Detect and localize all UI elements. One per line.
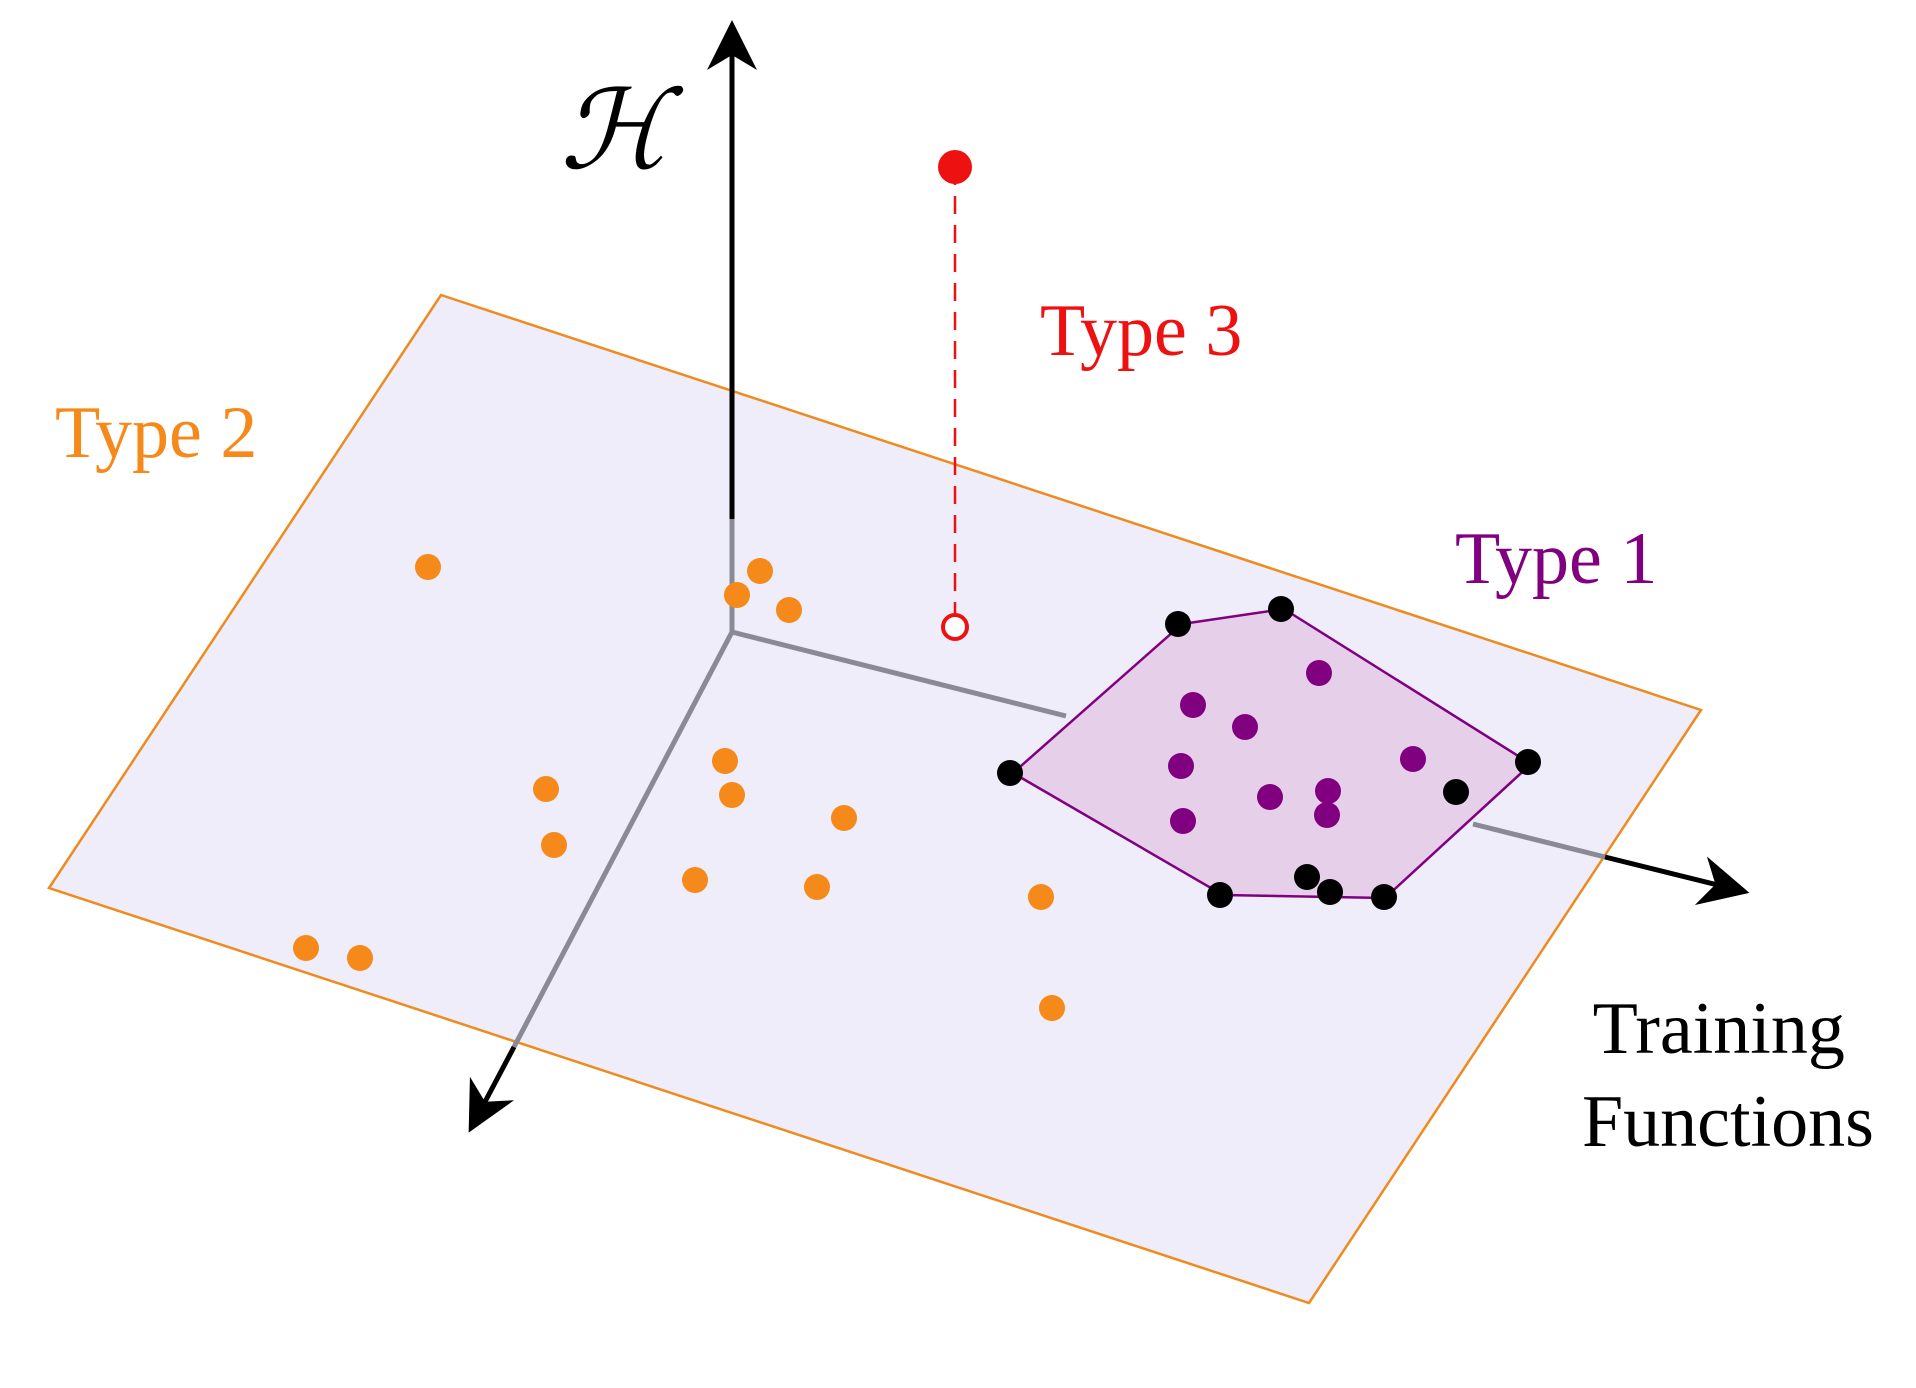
h-axis-label: ℋ (560, 66, 684, 194)
type1-point-1 (1306, 660, 1332, 686)
training-axis-gray-segment (731, 629, 1067, 719)
type3-projected-point (941, 613, 969, 641)
type1-point-5 (1168, 753, 1194, 779)
type1-point-7 (1315, 778, 1341, 804)
type2-point-14 (1028, 884, 1054, 910)
type2-point-12 (293, 935, 319, 961)
hull-vertex-8 (1317, 879, 1343, 905)
type1-label: Type 1 (1455, 518, 1657, 600)
type3-point (938, 150, 972, 184)
hull-vertex-3 (1515, 749, 1541, 775)
training-axis-gray-segment-2 (1472, 821, 1606, 860)
hull-vertex-6 (1294, 864, 1320, 890)
type1-point-4 (1400, 746, 1426, 772)
type2-point-13 (347, 945, 373, 971)
front-axis-gray-segment (511, 630, 735, 1049)
type1-point-2 (1180, 692, 1206, 718)
training-functions-label-line1: Training (1593, 988, 1845, 1070)
training-functions-label-line2: Functions (1582, 1081, 1874, 1163)
training-functions-label: Training Functions (1582, 988, 1874, 1163)
hull-vertex-4 (997, 760, 1023, 786)
training-functions-axis-arrow (1604, 854, 1750, 906)
type1-point-6 (1257, 784, 1283, 810)
type2-point-11 (804, 874, 830, 900)
type2-point-2 (747, 558, 773, 584)
type2-point-10 (682, 867, 708, 893)
type2-points-group (293, 554, 1065, 1021)
type2-point-6 (719, 782, 745, 808)
front-axis-arrow (468, 1045, 517, 1133)
hull-vertex-2 (1268, 596, 1294, 622)
type2-point-5 (712, 748, 738, 774)
type3-label: Type 3 (1040, 290, 1242, 372)
hull-vertex-7 (1207, 882, 1233, 908)
hull-vertex-9 (1371, 884, 1397, 910)
type1-hull-vertices-group (997, 596, 1541, 910)
hull-vertex-5 (1443, 779, 1469, 805)
type2-point-4 (776, 597, 802, 623)
type2-point-9 (831, 805, 857, 831)
type1-point-8 (1314, 802, 1340, 828)
type2-point-1 (415, 554, 441, 580)
type1-point-3 (1232, 714, 1258, 740)
type2-point-7 (533, 776, 559, 802)
type2-point-8 (541, 832, 567, 858)
training-plane (47, 293, 1703, 1305)
type2-point-15 (1039, 995, 1065, 1021)
type1-point-9 (1170, 808, 1196, 834)
type2-label: Type 2 (55, 392, 257, 474)
type1-points-group (1168, 660, 1426, 834)
type2-point-3 (724, 582, 750, 608)
hull-vertex-1 (1165, 611, 1191, 637)
